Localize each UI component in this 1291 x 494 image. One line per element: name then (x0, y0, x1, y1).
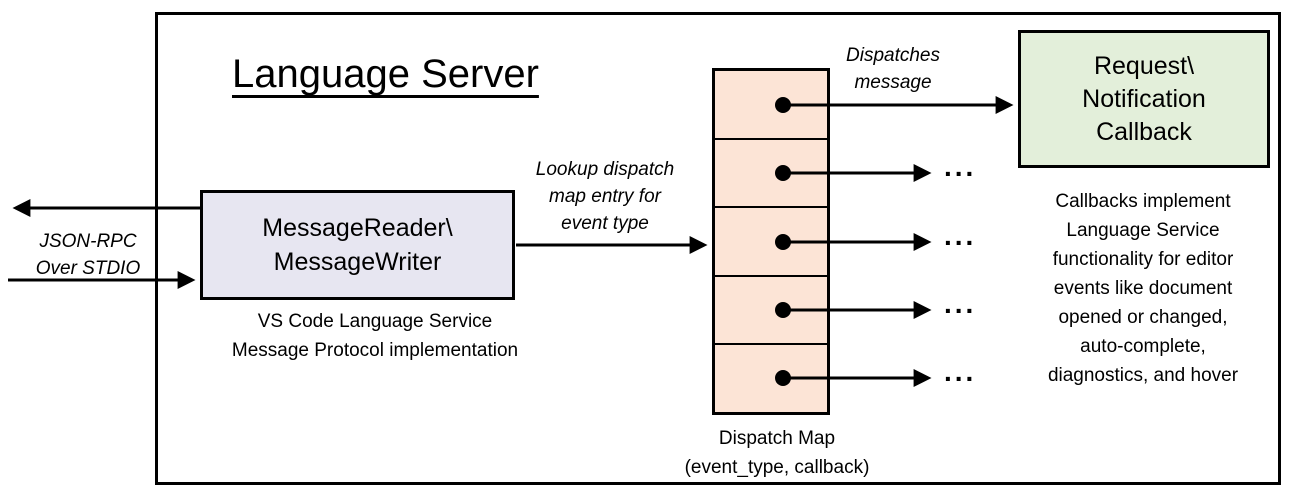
callback-note: Callbacks implement Language Service fun… (1012, 187, 1274, 390)
callback-note-line5: opened or changed, (1058, 307, 1228, 328)
dispatch-cell (715, 206, 827, 275)
ellipsis: ... (944, 220, 977, 251)
stdio-label: JSON-RPC Over STDIO (14, 228, 162, 282)
dispatch-map-caption: Dispatch Map (event_type, callback) (662, 424, 892, 482)
callback-note-line2: Language Service (1066, 220, 1220, 241)
dispatch-cell (715, 137, 827, 207)
callback-note-line6: auto-complete, (1080, 336, 1206, 357)
dispatch-map-caption-line1: Dispatch Map (718, 428, 836, 449)
stdio-label-line2: Over STDIO (35, 258, 141, 279)
callback-note-line3: functionality for editor (1052, 249, 1234, 270)
callback-box-line2: Notification (1082, 84, 1206, 113)
dispatch-cell (715, 343, 827, 412)
callback-box-line3: Callback (1096, 117, 1192, 146)
callback-note-line7: diagnostics, and hover (1047, 365, 1239, 386)
callback-note-line4: events like document (1053, 278, 1233, 299)
ellipsis: ... (944, 288, 977, 319)
dispatches-message-line2: message (854, 72, 932, 93)
dispatch-cell (715, 71, 827, 138)
lookup-label: Lookup dispatch map entry for event type (515, 156, 695, 237)
dispatch-map (712, 68, 830, 415)
callback-note-line1: Callbacks implement (1055, 191, 1231, 212)
lookup-label-line3: event type (561, 213, 649, 234)
reader-caption: VS Code Language Service Message Protoco… (190, 307, 560, 365)
reader-caption-line1: VS Code Language Service (257, 311, 493, 332)
reader-box-line2: MessageWriter (273, 248, 442, 276)
reader-box-line1: MessageReader\ (262, 214, 453, 242)
reader-caption-line2: Message Protocol implementation (231, 340, 519, 361)
diagram-title: Language Server (232, 52, 539, 96)
callback-box-line1: Request\ (1093, 51, 1195, 80)
ellipsis: ... (944, 151, 977, 182)
message-reader-writer-box: MessageReader\ MessageWriter (200, 190, 515, 300)
lookup-label-line1: Lookup dispatch (535, 159, 675, 180)
ellipsis: ... (944, 356, 977, 387)
dispatches-message-line1: Dispatches (846, 45, 940, 66)
dispatch-cell (715, 274, 827, 344)
lookup-label-line2: map entry for (549, 186, 661, 207)
dispatch-map-caption-line2: (event_type, callback) (684, 457, 870, 478)
stdio-label-line1: JSON-RPC (39, 231, 137, 252)
request-notification-callback-box: Request\ Notification Callback (1018, 30, 1270, 168)
dispatches-message-label: Dispatches message (818, 42, 968, 96)
